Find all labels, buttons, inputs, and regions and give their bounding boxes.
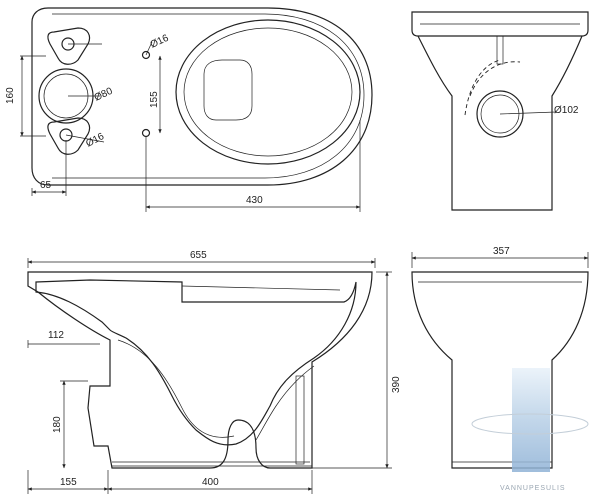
dim-390: 390 — [391, 376, 402, 393]
watermark: VANNUPESULIS — [471, 368, 589, 492]
dim-180: 180 — [52, 416, 63, 433]
rear-view-outline — [411, 271, 589, 469]
bowl-rim — [175, 19, 361, 165]
rear-view: 357 — [411, 246, 589, 469]
top-view: Ø16 Ø80 Ø16 160 155 65 430 — [5, 7, 373, 212]
dim-155-base: 155 — [60, 477, 77, 488]
front-view-trap — [469, 61, 521, 97]
dim-112: 112 — [48, 330, 64, 341]
front-view-outlet — [476, 90, 524, 138]
small-hole-lower — [141, 128, 151, 138]
dim-655: 655 — [190, 250, 207, 261]
watermark-text: VANNUPESULIS — [500, 485, 566, 492]
dim-160: 160 — [5, 87, 16, 104]
dim-outlet-80: Ø80 — [93, 86, 115, 104]
dim-155: 155 — [149, 91, 160, 108]
side-section-outline — [27, 271, 373, 469]
dim-65: 65 — [40, 180, 52, 191]
top-view-outline — [31, 7, 373, 186]
dim-357: 357 — [493, 246, 510, 257]
front-view-body — [417, 35, 583, 211]
side-section: 655 112 390 180 155 400 — [27, 250, 402, 494]
side-section-bowl — [35, 279, 357, 446]
dim-hole-16-top: Ø16 — [149, 33, 171, 51]
bowl-basin — [203, 59, 253, 121]
dim-400: 400 — [202, 477, 219, 488]
dim-430: 430 — [246, 195, 263, 206]
front-view: Ø102 — [411, 11, 589, 211]
dim-outlet-102: Ø102 — [554, 105, 579, 116]
small-hole-upper — [141, 50, 151, 60]
